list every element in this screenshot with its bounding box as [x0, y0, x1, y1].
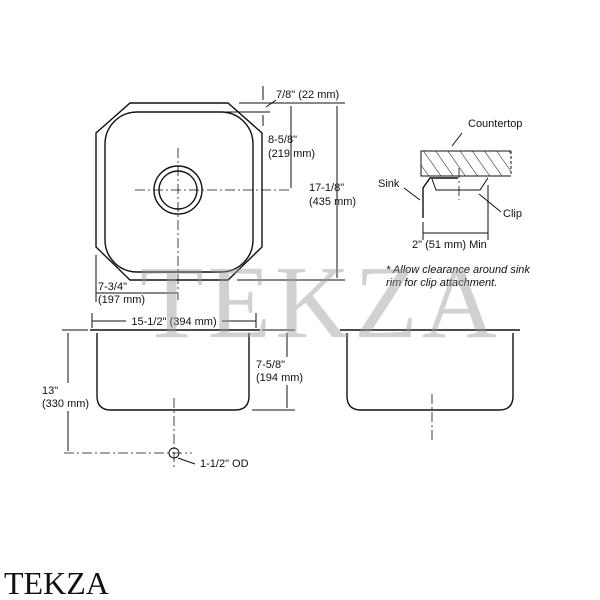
- drain-to-edge-mm-label: (219 mm): [268, 148, 315, 160]
- drain-to-edge-in-label: 8-5/8": [268, 134, 297, 146]
- bowl-depth-in-label: 7-5/8": [256, 359, 285, 371]
- note-line-1: * Allow clearance around sink: [386, 264, 530, 276]
- front-view: 15-1/2" (394 mm) 7-5/8" (194 mm) 13" (33…: [38, 313, 306, 470]
- total-height-mm-label: (330 mm): [42, 398, 89, 410]
- sink-rim-outline: [95, 102, 263, 281]
- countertop-label: Countertop: [468, 118, 522, 130]
- brand-logo: TEKZA: [4, 565, 109, 600]
- countertop-section: [420, 150, 511, 177]
- overall-depth-in-label: 17-1/8": [309, 182, 344, 194]
- drain-from-side-mm-label: (197 mm): [98, 294, 145, 306]
- side-view: [340, 329, 520, 440]
- sink-rim-section: [422, 177, 458, 218]
- bowl-depth-mm-label: (194 mm): [256, 372, 303, 384]
- overall-depth-mm-label: (435 mm): [309, 196, 356, 208]
- front-bowl-outline: [96, 333, 250, 411]
- clip-shape: [431, 177, 489, 191]
- sink-label: Sink: [378, 178, 400, 190]
- note-line-2: rim for clip attachment.: [386, 277, 497, 289]
- drain-od-label: 1-1/2" OD: [200, 458, 249, 470]
- rim-offset-label: 7/8" (22 mm): [276, 89, 339, 101]
- sink-bowl-outline: [104, 111, 254, 273]
- watermark: TEKZA: [140, 245, 501, 360]
- min-clearance-label: 2" (51 mm) Min: [412, 239, 487, 251]
- side-bowl-outline: [346, 333, 514, 411]
- drain-outlet: [168, 447, 180, 459]
- clip-detail: Countertop Sink Clip 2" (51 mm) Min * Al…: [378, 118, 530, 289]
- drain-from-side-in-label: 7-3/4": [98, 281, 127, 293]
- total-height-in-label: 13": [42, 385, 58, 397]
- top-view: 7/8" (22 mm) 8-5/8" (219 mm) 17-1/8" (43…: [95, 86, 356, 306]
- width-label: 15-1/2" (394 mm): [131, 316, 216, 328]
- clip-label: Clip: [503, 208, 522, 220]
